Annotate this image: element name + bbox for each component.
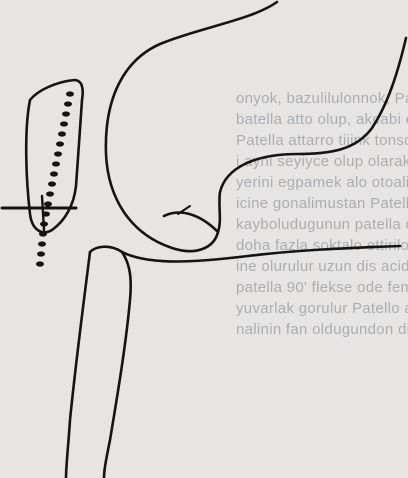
condyle-curve (164, 213, 218, 232)
femur-outline (106, 2, 406, 251)
tibia-posterior-line (66, 252, 90, 478)
tibia-plateau-line (90, 246, 400, 262)
tibia-outline (104, 252, 131, 478)
dotted-marker-line (36, 91, 74, 266)
